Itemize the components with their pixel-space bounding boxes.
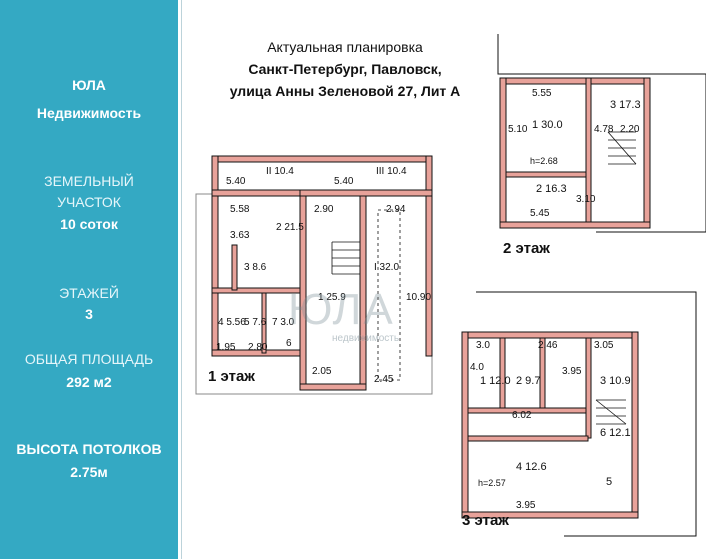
f1-room-1: II 10.4 — [266, 166, 294, 177]
f2-room-2: 3 17.3 — [610, 99, 641, 111]
f1-room-3: 2 21.5 — [276, 222, 304, 233]
brand-name: ЮЛА — [72, 77, 106, 93]
land-label-2: УЧАСТОК — [57, 194, 121, 210]
f3-room-5: 4 12.6 — [516, 461, 547, 473]
f1-dim-2: 5.40 — [334, 176, 354, 187]
f1-dim-1: 5.40 — [226, 176, 246, 187]
f2-dim-5: 5.45 — [530, 208, 550, 219]
f3-dim-3: 3.05 — [594, 340, 614, 351]
f1-room-5: I 32.0 — [374, 262, 399, 273]
floor-3-plan: 3.0 2.46 3.05 4.0 6.02 3.95 3.95 1 12.0 … — [461, 291, 697, 537]
ceiling-label: ВЫСОТА ПОТОЛКОВ — [16, 441, 162, 457]
f2-dim-1: 5.55 — [532, 88, 552, 99]
f1-room-4: 1 25.9 — [318, 292, 346, 303]
f1-dim-7: 10.90 — [406, 292, 431, 303]
f1-room-7: 4 5.56 — [218, 317, 246, 328]
f3-room-4: 6 12.1 — [600, 427, 631, 439]
floor-3-label: 3 этаж — [462, 512, 509, 529]
f3-dim-7: 3.95 — [516, 500, 536, 511]
sidebar: ЮЛА Недвижимость ЗЕМЕЛЬНЫЙ УЧАСТОК 10 со… — [0, 0, 178, 559]
f1-room-2: III 10.4 — [376, 166, 407, 177]
f3-dim-1: 3.0 — [476, 340, 490, 351]
ceiling-value: 2.75м — [70, 464, 108, 480]
floor-1-plan: 5.40 5.40 5.58 2.90 2.94 3.63 10.90 1.95… — [195, 155, 433, 395]
area-label: ОБЩАЯ ПЛОЩАДЬ — [24, 351, 154, 367]
f3-dim-6: 3.95 — [562, 366, 582, 377]
f3-dim-4: 4.0 — [470, 362, 484, 373]
f1-dim-10: 2.05 — [312, 366, 332, 377]
sidebar-divider — [181, 0, 182, 559]
f1-room-10: 6 — [286, 338, 292, 349]
f2-dim-6: 3.10 — [576, 194, 596, 205]
f1-dim-9: 2.80 — [248, 342, 268, 353]
f2-ceiling-height: h=2.68 — [530, 156, 558, 166]
f1-dim-8: 1.95 — [216, 342, 236, 353]
area-value: 292 м2 — [66, 374, 112, 390]
f3-dim-2: 2.46 — [538, 340, 558, 351]
floors-value: 3 — [85, 306, 93, 322]
land-value: 10 соток — [60, 216, 118, 232]
f3-ceiling-height: h=2.57 — [478, 478, 506, 488]
watermark-logo: ЮЛА — [288, 285, 395, 334]
land-label-1: ЗЕМЕЛЬНЫЙ — [44, 173, 134, 189]
f3-dim-5: 6.02 — [512, 410, 532, 421]
f3-room-2: 2 9.7 — [516, 375, 540, 387]
f1-dim-4: 2.90 — [314, 204, 334, 215]
f2-room-3: 2 16.3 — [536, 183, 567, 195]
header-title: Актуальная планировка — [267, 39, 423, 55]
f1-dim-3: 5.58 — [230, 204, 250, 215]
f2-dim-3: 4.78 — [594, 124, 614, 135]
watermark-subtitle: недвижимость — [332, 333, 400, 344]
f2-room-1: 1 30.0 — [532, 119, 563, 131]
f1-dim-11: 2.45 — [374, 374, 394, 385]
f2-dim-4: 2.20 — [620, 124, 640, 135]
header-address: улица Анны Зеленовой 27, Лит А — [229, 83, 461, 99]
brand-subtitle: Недвижимость — [36, 105, 142, 121]
floor-2-plan: 5.55 5.10 4.78 2.20 5.45 3.10 1 30.0 3 1… — [497, 34, 706, 233]
f1-room-9: 7 3.0 — [272, 317, 295, 328]
header-city: Санкт-Петербург, Павловск, — [248, 61, 442, 77]
f3-room-3: 3 10.9 — [600, 375, 631, 387]
f3-room-6: 5 — [606, 476, 612, 488]
f2-dim-2: 5.10 — [508, 124, 528, 135]
floors-label: ЭТАЖЕЙ — [59, 285, 119, 301]
f3-room-1: 1 12.0 — [480, 375, 511, 387]
f1-dim-6: 3.63 — [230, 230, 250, 241]
page-header: Актуальная планировка Санкт-Петербург, П… — [200, 36, 490, 102]
f1-room-8: 5 7.6 — [244, 317, 267, 328]
floor-2-label: 2 этаж — [503, 240, 550, 257]
floor-1-label: 1 этаж — [208, 368, 255, 385]
f1-dim-5: 2.94 — [386, 204, 406, 215]
f1-room-6: 3 8.6 — [244, 262, 267, 273]
